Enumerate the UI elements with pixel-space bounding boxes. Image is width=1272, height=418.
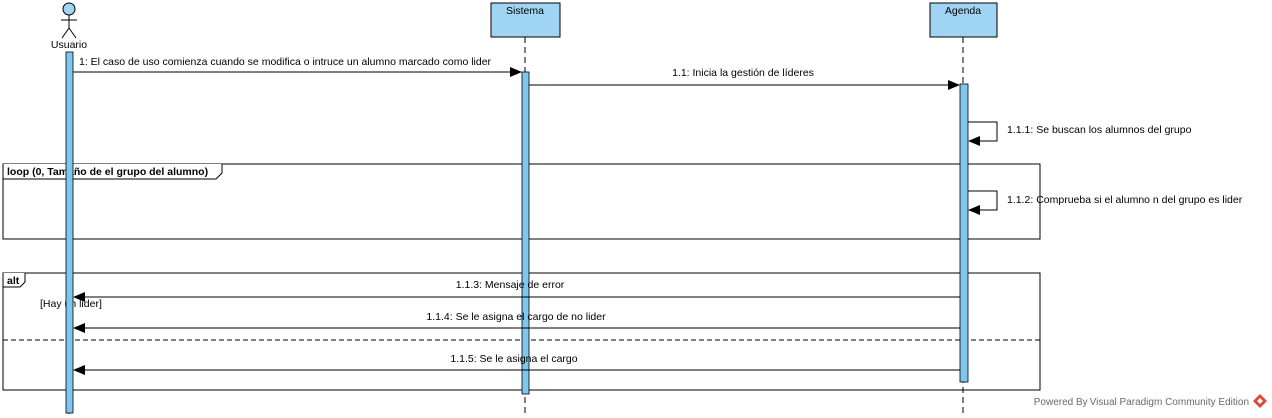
message-1-1-label: 1.1: Inicia la gestión de líderes [672,67,814,79]
lifeline-sistema-label: Sistema [506,5,544,17]
lifeline-agenda-group: Agenda [929,2,998,414]
lifeline-agenda-label: Agenda [945,5,981,17]
visual-paradigm-logo-icon [1253,394,1267,408]
message-1-label: 1: El caso de uso comienza cuando se mod… [79,56,492,68]
message-1-1-4: 1.1.4: Se le asigna el cargo de no lider [73,311,960,333]
message-1-1-5: 1.1.5: Se le asigna el cargo [73,353,960,375]
lifeline-sistema-group: Sistema [490,2,561,414]
activation-usuario [65,51,74,414]
message-1-1-5-label: 1.1.5: Se le asigna el cargo [450,353,577,365]
message-1-1-2-label: 1.1.2: Comprueba si el alumno n del grup… [1007,194,1243,206]
lifeline-agenda-box [929,2,998,38]
message-1-1: 1.1: Inicia la gestión de líderes [529,67,960,90]
message-1-1-2: 1.1.2: Comprueba si el alumno n del grup… [968,190,1243,215]
stick-figure-icon [61,2,77,39]
message-1-1-3-label: 1.1.3: Mensaje de error [456,279,565,291]
loop-label: loop (0, Tamaño de el grupo del alumno) [7,166,208,178]
actor-usuario: Usuario [51,2,87,414]
actor-usuario-label: Usuario [51,39,87,51]
footer-text: Powered By Visual Paradigm Community Edi… [1034,397,1249,408]
message-1-1-1: 1.1.1: Se buscan los alumnos del grupo [968,121,1192,146]
message-1-1-1-label: 1.1.1: Se buscan los alumnos del grupo [1007,124,1192,136]
message-1: 1: El caso de uso comienza cuando se mod… [73,56,522,77]
footer: Powered By Visual Paradigm Community Edi… [1034,394,1267,408]
message-1-1-3: 1.1.3: Mensaje de error [73,279,960,302]
activation-sistema [521,71,530,395]
activation-agenda [959,83,969,383]
alt-fragment: alt [Hay un lider] [2,272,1041,391]
message-1-1-4-label: 1.1.4: Se le asigna el cargo de no lider [426,311,606,323]
alt-label: alt [7,275,20,287]
loop-fragment: loop (0, Tamaño de el grupo del alumno) [2,163,1041,240]
